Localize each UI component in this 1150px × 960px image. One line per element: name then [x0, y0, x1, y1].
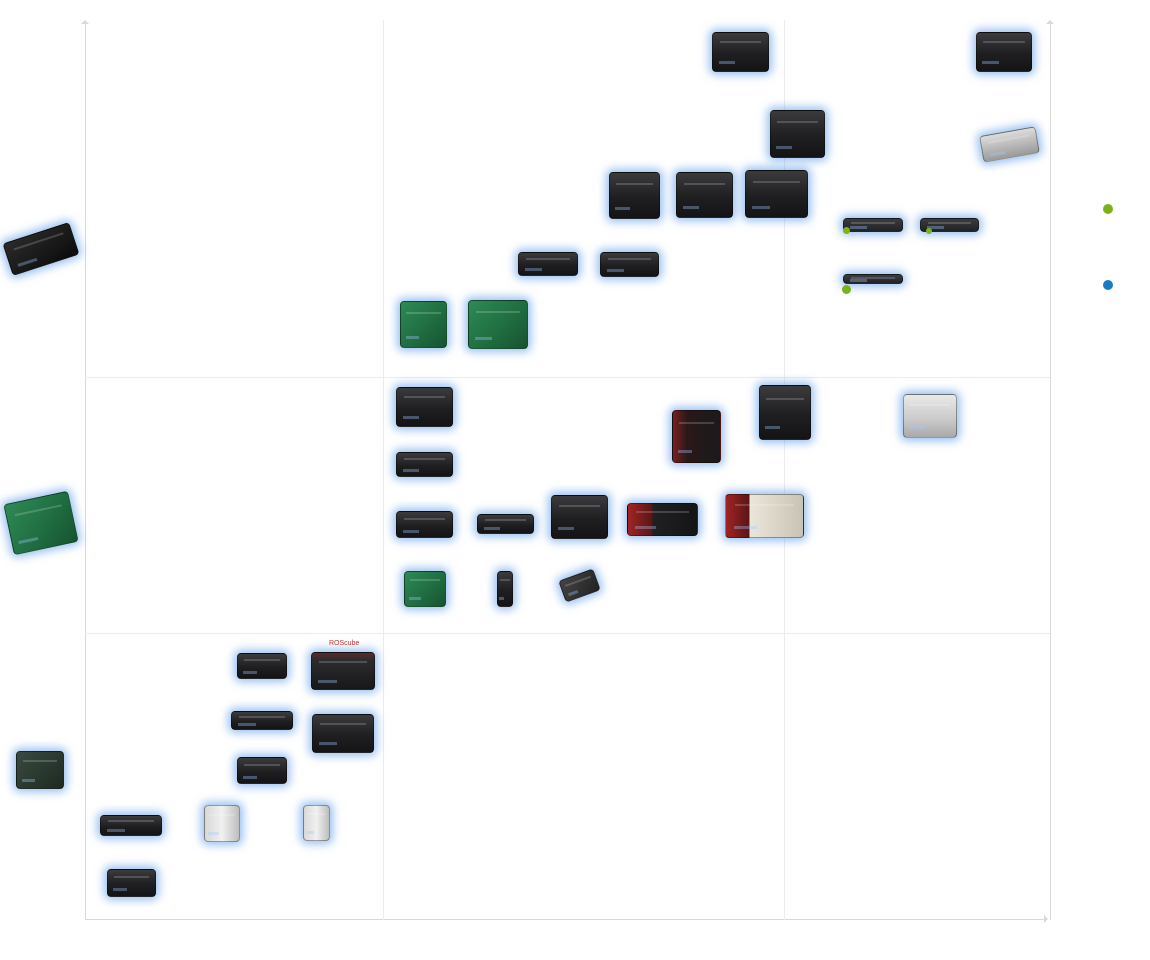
atx-board-image	[468, 300, 528, 349]
smart-camera-image	[204, 805, 240, 842]
legend-green-dot-icon	[1103, 204, 1113, 214]
embedded-pc-image	[712, 32, 769, 72]
1u-server-image	[843, 218, 903, 232]
gpu-card-image	[2, 222, 80, 276]
grid-line-horizontal-1	[85, 377, 1050, 378]
robot-controller-2-image	[312, 714, 374, 753]
fanless-edge-pc-image	[237, 757, 287, 784]
industrial-chassis-image	[725, 494, 804, 538]
compact-pc-image	[518, 252, 578, 276]
legend-blue-dot-icon	[1103, 280, 1113, 290]
mini-itx-board-image	[400, 301, 447, 348]
right-axis-arrow-icon	[1046, 16, 1054, 24]
fanless-nano-pc-image	[237, 653, 287, 679]
right-axis	[1050, 24, 1051, 920]
jetson-module-image	[16, 751, 64, 789]
x-axis-arrow-icon	[1044, 915, 1052, 923]
mini-pc-image	[100, 815, 162, 836]
som-module-image	[558, 568, 601, 603]
1u-rack-image	[843, 274, 903, 284]
gpu-workstation-image	[745, 170, 808, 218]
compact-box-pc-image	[396, 511, 453, 538]
gpu-pc-with-card-image	[627, 503, 698, 536]
slim-box-pc-image	[477, 514, 534, 534]
fanless-mini-pc-image	[396, 452, 453, 477]
x-axis	[85, 919, 1047, 920]
slim-pc-image	[600, 252, 659, 277]
marker-dot-2-icon	[926, 228, 932, 234]
y-axis-arrow-icon	[81, 16, 89, 24]
robot-controller-image	[311, 652, 375, 690]
1u-appliance-image	[920, 218, 979, 232]
grid-line-vertical-1	[383, 20, 384, 920]
small-edge-pc-image	[107, 869, 156, 897]
tower-gpu-computer-image	[759, 385, 811, 440]
server-tower-image	[976, 32, 1032, 72]
modular-pc-image	[676, 172, 733, 218]
slim-nano-pc-image	[231, 711, 293, 730]
micro-atx-board-image	[404, 571, 446, 607]
fanless-pc-image	[396, 387, 453, 427]
smart-camera-2-image	[303, 805, 330, 841]
rack-server-image	[979, 126, 1040, 163]
y-axis	[85, 24, 86, 920]
mxm-gpu-module-image	[3, 490, 79, 556]
gpu-computer-image	[770, 110, 825, 158]
marker-dot-3-icon	[842, 285, 851, 294]
rugged-enclosure-image	[903, 394, 957, 438]
roscube-brand-label: ROScube	[329, 640, 360, 647]
edge-gpu-computer-image	[672, 410, 721, 463]
grid-line-vertical-2	[784, 20, 785, 920]
pcie-card-image	[497, 571, 513, 607]
expansion-pc-image	[609, 172, 660, 219]
modular-box-pc-image	[551, 495, 608, 539]
grid-line-horizontal-2	[85, 633, 1050, 634]
marker-dot-1-icon	[843, 227, 850, 234]
